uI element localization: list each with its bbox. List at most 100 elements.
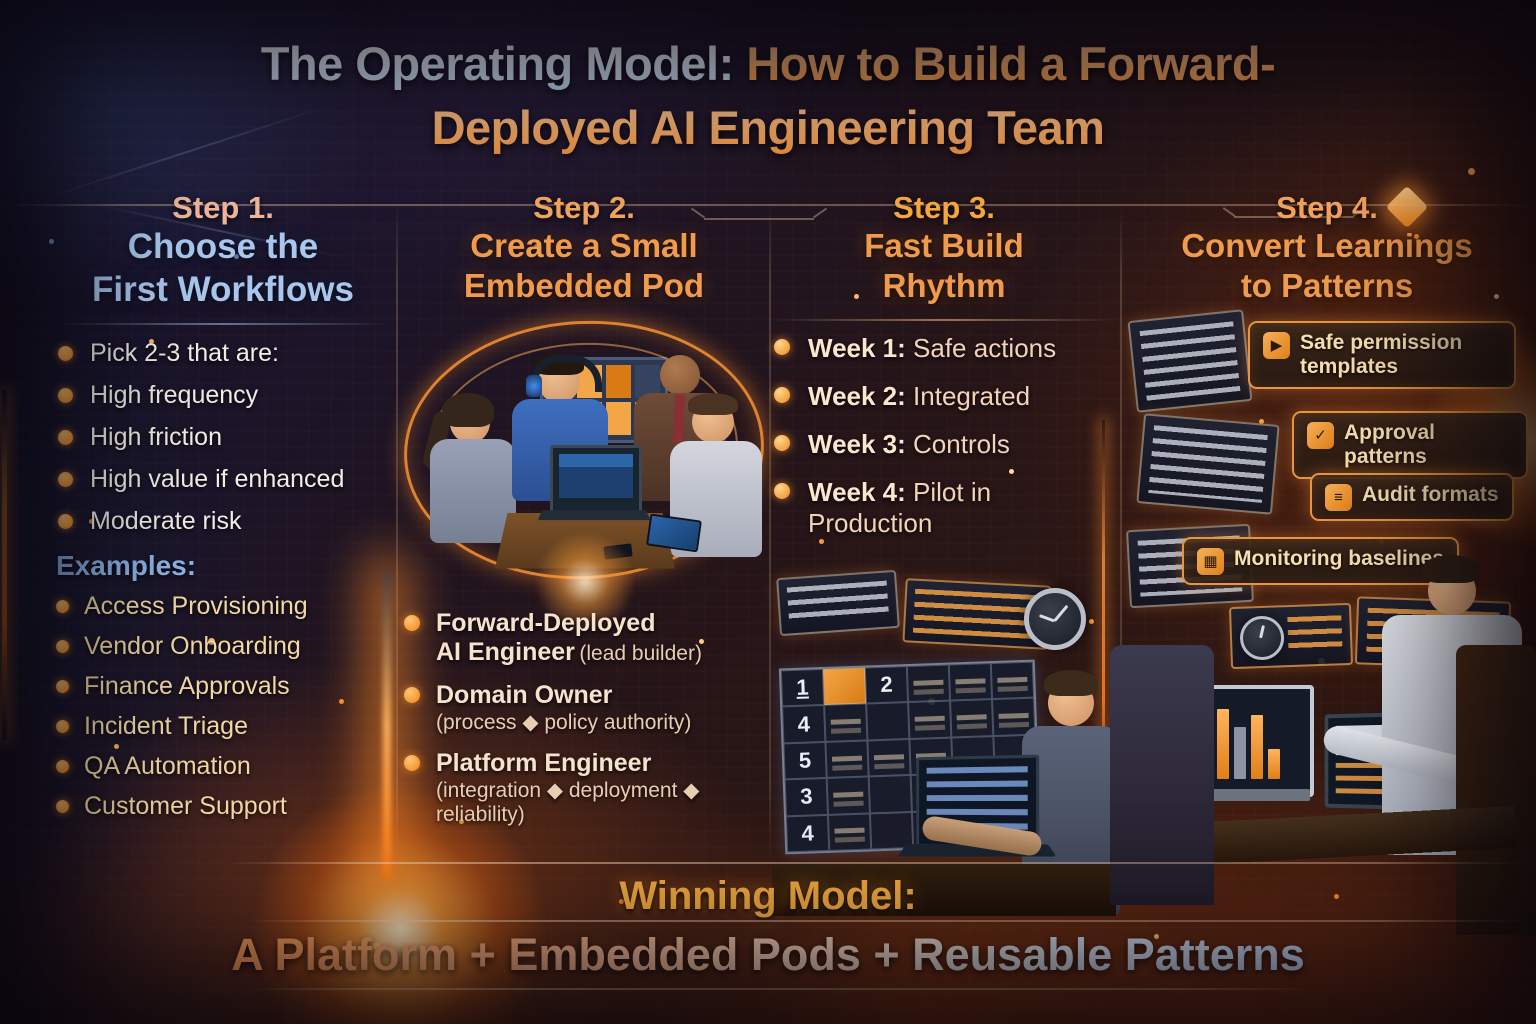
step1-column: Step 1. Choose the First Workflows Pick … (56, 190, 390, 832)
bullet-dot-icon (58, 346, 73, 362)
step2-title: Create a Small Embedded Pod (400, 226, 768, 307)
calendar-cell (869, 811, 914, 849)
list-item: High friction (56, 423, 390, 452)
list-item: Vendor Onboarding (56, 632, 390, 661)
pattern-label: Safe permission templates (1300, 330, 1463, 378)
list-item: High value if enhanced (56, 465, 390, 494)
list-item: Pick 2-3 that are: (56, 339, 390, 368)
calendar-cell: 5 (783, 741, 827, 780)
step4-title-line2: to Patterns (1240, 267, 1414, 305)
step1-title-line2: First Workflows (92, 269, 354, 309)
calendar-cell (824, 703, 868, 742)
calendar-cell (950, 698, 994, 737)
monitoring-icon: ▦ (1197, 547, 1224, 575)
laptop-screen-content (559, 453, 633, 498)
week-item: Week 4: Pilot in Production (772, 477, 1116, 539)
step2-title-line2: Embedded Pod (463, 267, 705, 305)
timer-clock-icon (1239, 614, 1285, 661)
audit-icon: ≡ (1325, 483, 1352, 511)
week-label: Week 2: (808, 380, 906, 411)
build-rhythm-illustration: 1 2 4 5 3 (772, 556, 1120, 916)
server-card (1127, 308, 1253, 413)
embedded-pod-illustration (397, 311, 771, 637)
screen-tile (606, 364, 631, 398)
bullet-dot-icon (774, 386, 790, 403)
bullet-dot-icon (58, 388, 73, 404)
frame-notch (1234, 216, 1354, 218)
step1-title: Choose the First Workflows (56, 226, 390, 311)
role-item: Domain Owner (process ◆ policy authority… (400, 681, 768, 735)
week-label: Week 1: (808, 332, 906, 363)
person-hair (688, 392, 738, 415)
bullet-dot-icon (774, 338, 790, 355)
example-text: QA Automation (84, 752, 251, 781)
step2-title-line1: Create a Small (470, 227, 698, 264)
criteria-text: High friction (90, 423, 222, 452)
pattern-tag-safe-permission: ▶ Safe permission templates (1248, 320, 1516, 389)
role-item: Forward-Deployed AI Engineer (lead build… (400, 609, 768, 667)
calendar-cell (867, 738, 911, 777)
pattern-tag-monitoring: ▦ Monitoring baselines (1182, 536, 1460, 585)
example-text: Finance Approvals (84, 672, 290, 701)
frame-notch (704, 218, 814, 220)
list-item: Incident Triage (56, 712, 390, 741)
role-detail: (process ◆ policy authority) (436, 710, 692, 734)
bullet-dot-icon (58, 472, 73, 488)
week-desc: Safe actions (913, 332, 1057, 363)
headphones-icon (530, 354, 602, 392)
role-item: Platform Engineer (integration ◆ deploym… (400, 749, 768, 827)
bullet-dot-icon (56, 760, 69, 774)
calendar-cell (948, 662, 993, 701)
role-name: Platform Engineer (436, 748, 652, 777)
bullet-dot-icon (774, 434, 790, 451)
step2-kicker: Step 2. (533, 190, 635, 225)
pod-roles-list: Forward-Deployed AI Engineer (lead build… (400, 609, 768, 827)
title-part-orange: How to Build a Forward- (746, 37, 1276, 90)
step3-column: Step 3. Fast Build Rhythm Week 1: Safe a… (772, 190, 1120, 916)
person-hair (1044, 669, 1098, 696)
title-line2-text: Deployed AI Engineering Team (431, 101, 1105, 154)
calendar-cell: 1 (780, 668, 825, 707)
footer-line-middle (246, 920, 1536, 922)
calendar-cell: 4 (785, 813, 830, 852)
pattern-label: Approval patterns (1344, 420, 1436, 468)
second-person-silhouette (1110, 644, 1214, 905)
list-item: Moderate risk (56, 507, 390, 536)
role-detail: (lead builder) (579, 641, 702, 665)
criteria-text: High frequency (90, 381, 259, 410)
bullet-dot-icon (56, 720, 69, 734)
calendar-cell: 4 (782, 704, 826, 743)
week-desc: Pilot in Production (808, 476, 992, 538)
step1-criteria-list: Pick 2-3 that are: High frequency High f… (56, 339, 390, 536)
laptop-screen (550, 444, 642, 515)
example-text: Access Provisioning (84, 592, 308, 621)
step3-title: Fast Build Rhythm (772, 226, 1116, 307)
pattern-tag-audit: ≡ Audit formats (1310, 472, 1514, 521)
main-title-line1: The Operating Model: How to Build a Forw… (0, 36, 1536, 91)
step4-title-line1: Convert Learnings (1181, 227, 1473, 264)
column-divider (769, 205, 771, 860)
bullet-dot-icon (774, 482, 790, 499)
list-item: Finance Approvals (56, 672, 390, 701)
left-edge-accent (2, 390, 7, 740)
role-name: AI Engineer (436, 637, 575, 666)
bullet-dot-icon (58, 430, 73, 446)
list-item: Customer Support (56, 792, 390, 821)
laptop-keyboard (537, 509, 651, 520)
clock-icon (1024, 587, 1086, 650)
step4-column: Step 4. Convert Learnings to Patterns ▶ … (1110, 190, 1536, 1005)
week-desc: Controls (913, 428, 1010, 459)
step3-divider (772, 318, 1116, 321)
timer-panel (1228, 602, 1354, 669)
week-item: Week 3: Controls (772, 429, 1116, 460)
pattern-label: Monitoring baselines (1234, 546, 1445, 570)
calendar-cell (826, 776, 870, 814)
role-name: Domain Owner (436, 680, 613, 709)
list-item: QA Automation (56, 752, 390, 781)
title-part-light: The Operating Model: (260, 37, 747, 90)
screen-tile (606, 401, 631, 435)
calendar-cell (825, 739, 869, 778)
column-divider (1120, 205, 1122, 860)
footer-line-top (228, 862, 1536, 864)
